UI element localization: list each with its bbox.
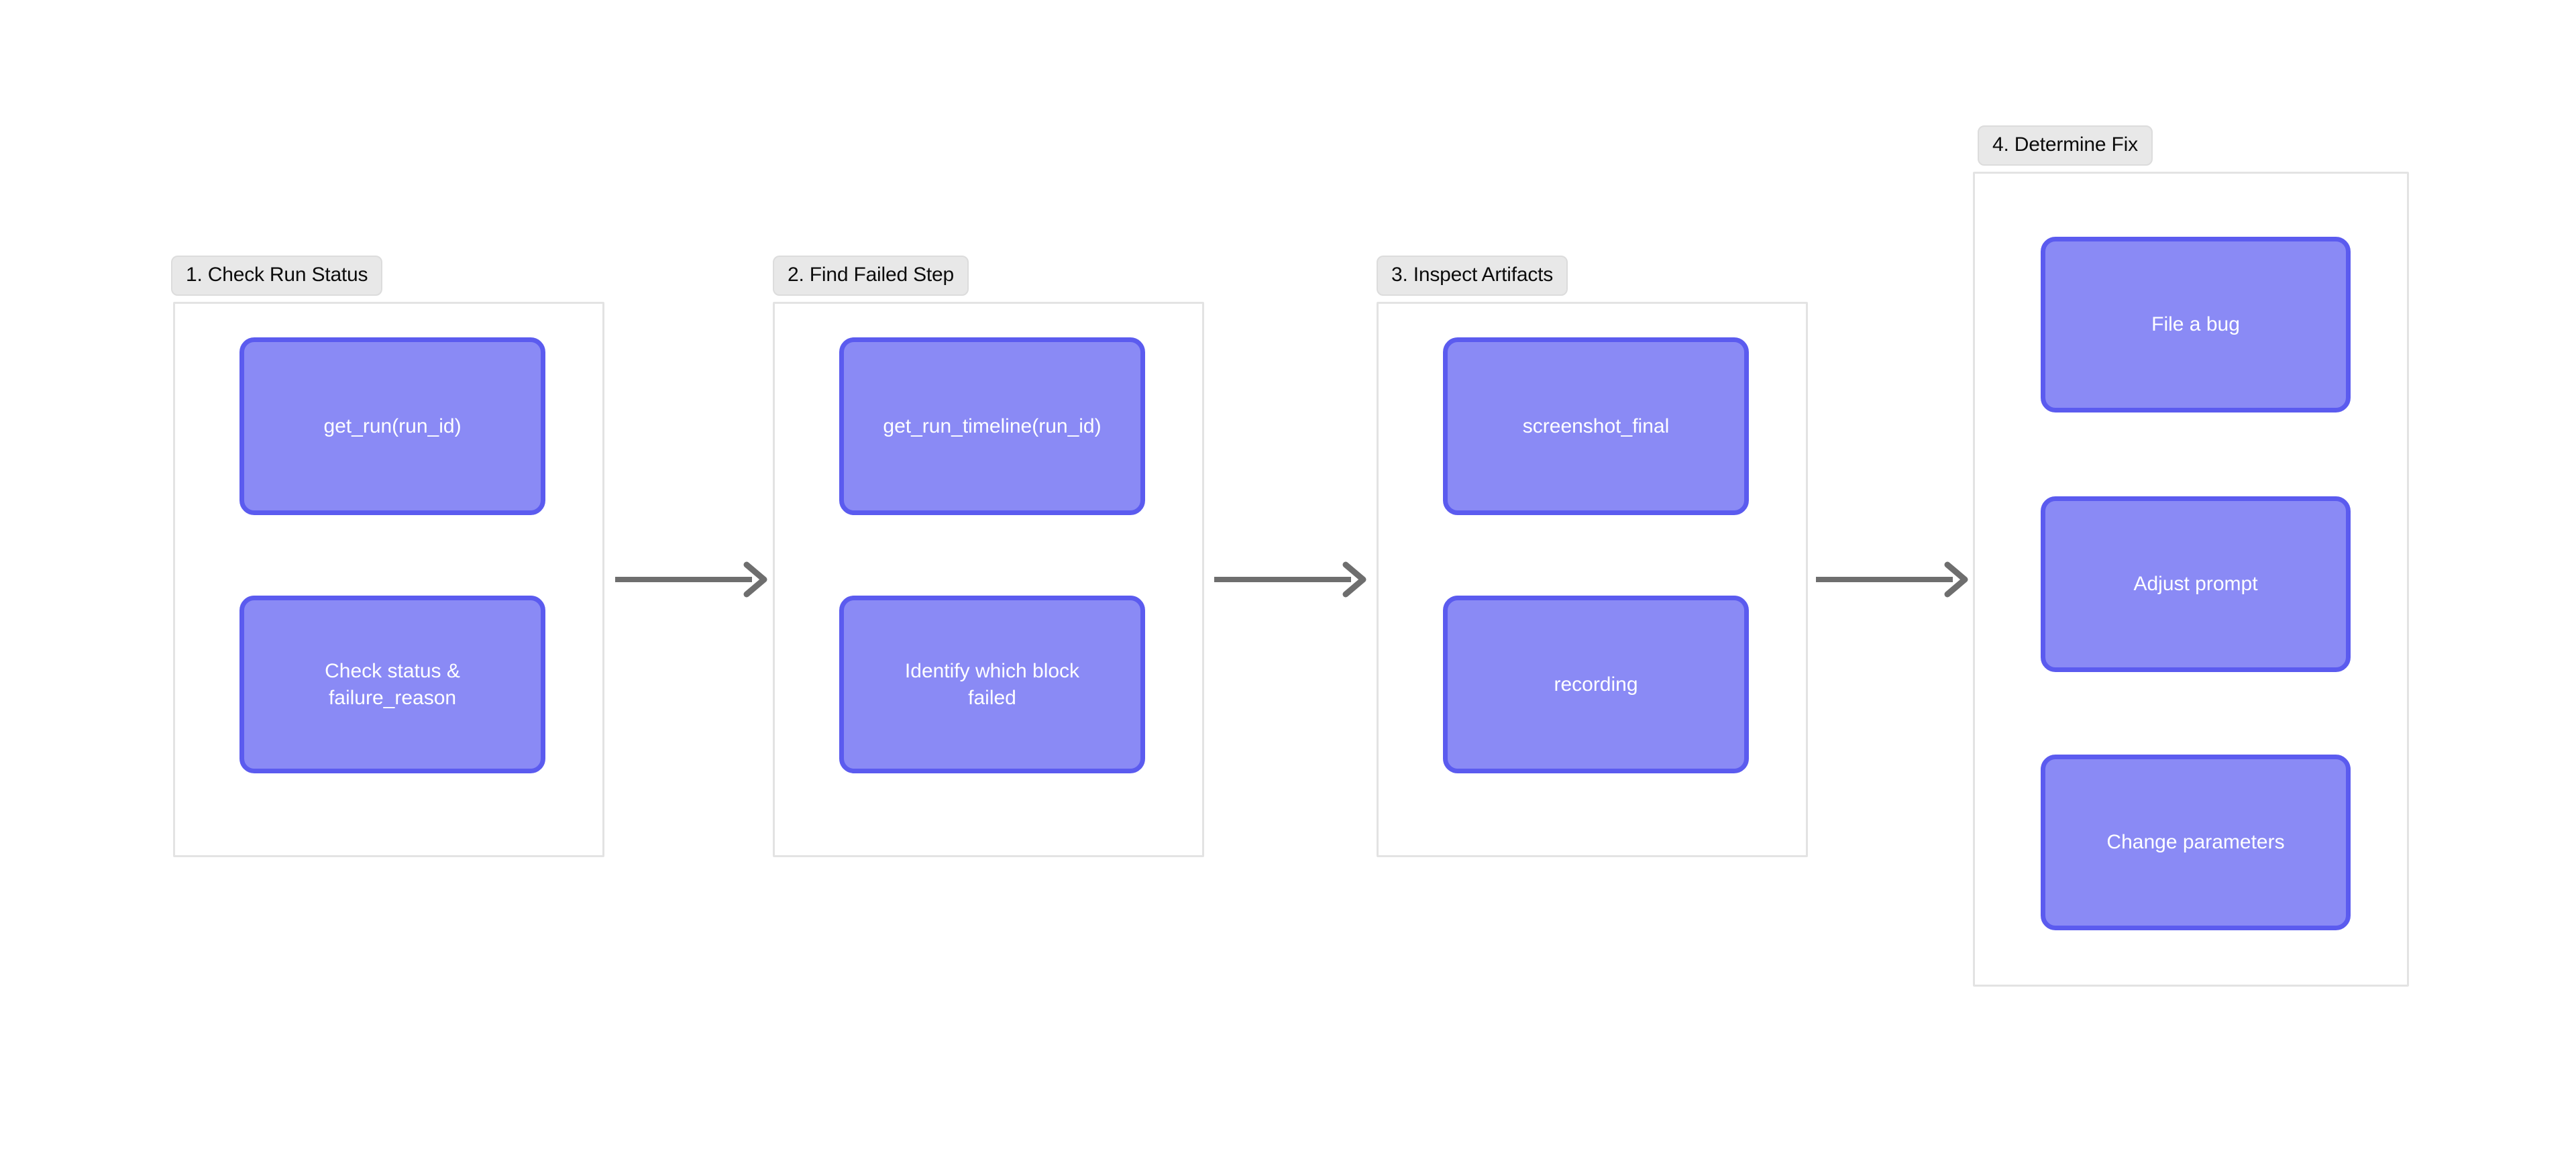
node-get-run-timeline[interactable]: get_run_timeline(run_id) [839,337,1145,515]
arrow-group3-to-group4 [1815,561,1970,598]
node-label: get_run_timeline(run_id) [883,415,1102,437]
node-label: Adjust prompt [2133,573,2258,596]
node-identify-block[interactable]: Identify which block failed [839,596,1145,773]
node-label: Change parameters [2106,831,2285,854]
group-label-3: 3. Inspect Artifacts [1377,256,1568,296]
node-adjust-prompt[interactable]: Adjust prompt [2041,496,2351,672]
group-container-2: get_run_timeline(run_id) Identify which … [773,302,1204,857]
node-label: get_run(run_id) [323,415,462,437]
group-container-4: File a bug Adjust prompt Change paramete… [1973,172,2409,987]
node-recording[interactable]: recording [1443,596,1749,773]
node-label: recording [1554,673,1638,696]
group-label-1: 1. Check Run Status [171,256,383,296]
node-label: screenshot_final [1522,415,1670,437]
group-container-3: screenshot_final recording [1377,302,1808,857]
node-get-run[interactable]: get_run(run_id) [239,337,545,515]
group-label-4: 4. Determine Fix [1978,125,2153,166]
node-change-parameters[interactable]: Change parameters [2041,755,2351,930]
node-screenshot-final[interactable]: screenshot_final [1443,337,1749,515]
arrow-group1-to-group2 [614,561,769,598]
node-file-a-bug[interactable]: File a bug [2041,237,2351,412]
node-label: Check status & failure_reason [325,659,460,709]
group-container-1: get_run(run_id) Check status & failure_r… [173,302,604,857]
group-label-2: 2. Find Failed Step [773,256,969,296]
node-label: Identify which block failed [904,659,1080,709]
node-label: File a bug [2151,313,2240,336]
arrow-group2-to-group3 [1213,561,1368,598]
node-check-status[interactable]: Check status & failure_reason [239,596,545,773]
